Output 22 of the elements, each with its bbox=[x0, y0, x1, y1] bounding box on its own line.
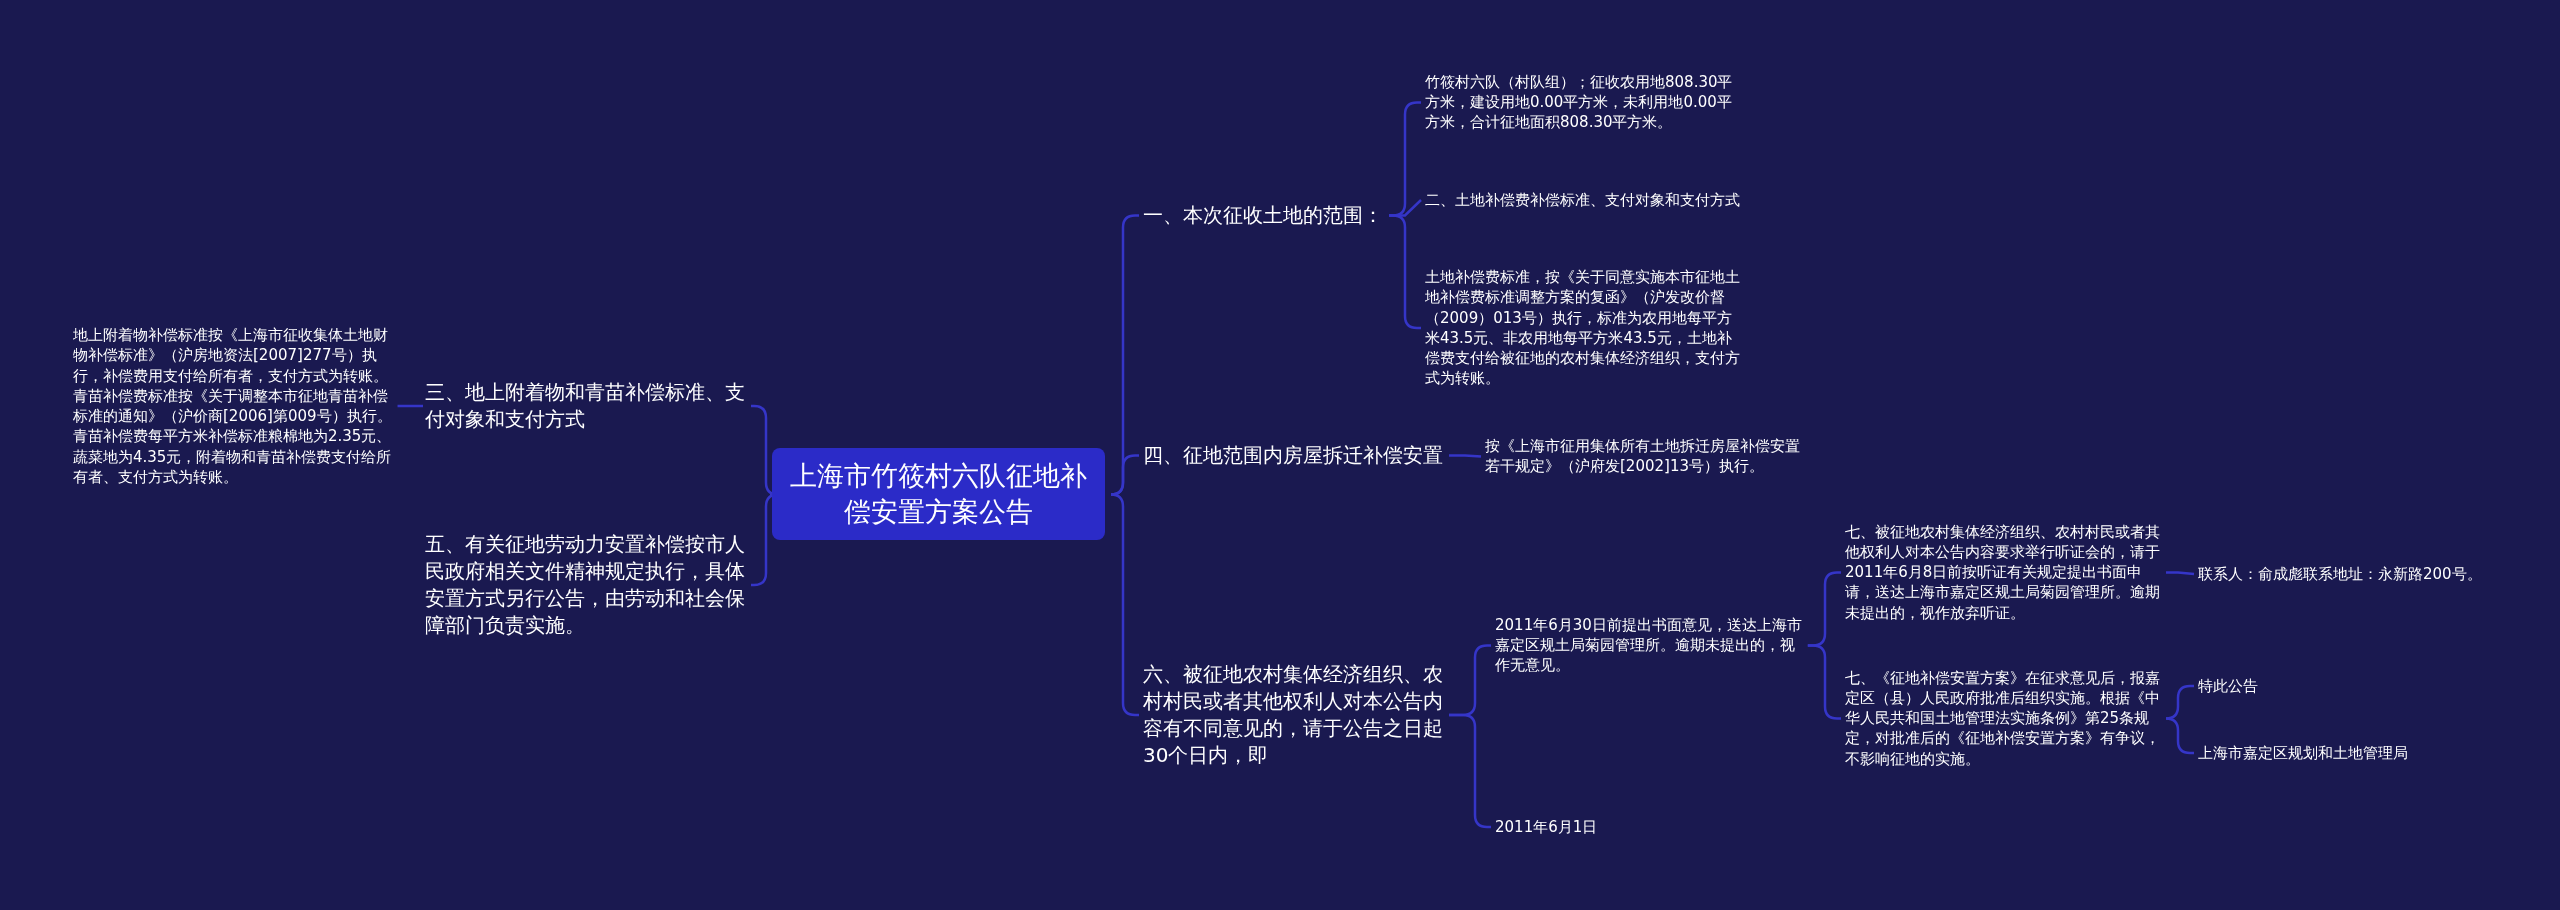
topic-text: 六、被征地农村集体经济组织、农村村民或者其他权利人对本公告内容有不同意见的，请于公告之日起30个日内，即 bbox=[1143, 661, 1453, 769]
title-box: 上海市竹筱村六队征地补偿安置方案公告 bbox=[772, 447, 1105, 541]
subtopic-text: 竹筱村六队（村队组）；征收农用地808.30平方米，建设用地0.00平方米，未利用地0.00平方米，合计征地面积808.30平方米。 bbox=[1425, 71, 1745, 133]
connector-line bbox=[2164, 717, 2194, 755]
subtopic-text: 七、被征地农村集体经济组织、农村村民或者其他权利人对本公告内容要求举行听证会的，请于2011年6月8日前按听证有关规定提出书面申请，送达上海市嘉定区规土局菊园管理所。逾期未提出的，视作放弃听证。 bbox=[1845, 521, 2170, 623]
topic-text: 四、征地范围内房屋拆迁补偿安置 bbox=[1143, 441, 1453, 469]
subtopic-text: 特此公告 bbox=[2198, 676, 2398, 697]
subtopic-text: 联系人：俞成彪联系地址：永新路200号。 bbox=[2198, 564, 2528, 585]
subtopic-text: 土地补偿费标准，按《关于同意实施本市征地土地补偿费标准调整方案的复函》（沪发改价督（2009）013号）执行，标准为农用地每平方米43.5元、非农用地每平方米43.5元，土地补偿费支付给被征地的农村集体经济组织，支付方式为转账。 bbox=[1425, 267, 1745, 389]
topic-text: 一、本次征收土地的范围： bbox=[1143, 201, 1393, 229]
subtopic-text: 二、土地补偿费补偿标准、支付对象和支付方式 bbox=[1425, 190, 1745, 211]
subtopic-text: 地上附着物补偿标准按《上海市征收集体土地财物补偿标准》（沪房地资法[2007]277号）执行，补偿费用支付给所有者，支付方式为转账。青苗补偿费标准按《关于调整本市征地青苗补偿标准的通知》（沪价商[2006]第009号）执行。青苗补偿费每平方米补偿标准粮棉地为2.35元、蔬菜地为4.35元，附着物和青苗补偿费支付给所有者、支付方式为转账。 bbox=[73, 325, 393, 487]
subtopic-text: 按《上海市征用集体所有土地拆迁房屋补偿安置若干规定》（沪府发[2002]13号）执行。 bbox=[1485, 435, 1805, 476]
subtopic-text: 2011年6月1日 bbox=[1495, 817, 1695, 838]
subtopic-text: 七、《征地补偿安置方案》在征求意见后，报嘉定区（县）人民政府批准后组织实施。根据《中华人民共和国土地管理法实施条例》第25条规定，对批准后的《征地补偿安置方案》有争议，不影响征地的实施。 bbox=[1845, 667, 2170, 769]
topic-text: 三、地上附着物和青苗补偿标准、支付对象和支付方式 bbox=[425, 379, 760, 433]
connector-line bbox=[397, 404, 423, 408]
subtopic-text: 2011年6月30日前提出书面意见，送达上海市嘉定区规土局菊园管理所。逾期未提出的，视作无意见。 bbox=[1495, 614, 1805, 676]
connector-line bbox=[2166, 571, 2195, 576]
connector-line bbox=[1449, 454, 1482, 458]
topic-text: 五、有关征地劳动力安置补偿按市人民政府相关文件精神规定执行，具体安置方式另行公告，由劳动和社会保障部门负责实施。 bbox=[425, 531, 745, 639]
subtopic-text: 上海市嘉定区规划和土地管理局 bbox=[2198, 743, 2458, 764]
